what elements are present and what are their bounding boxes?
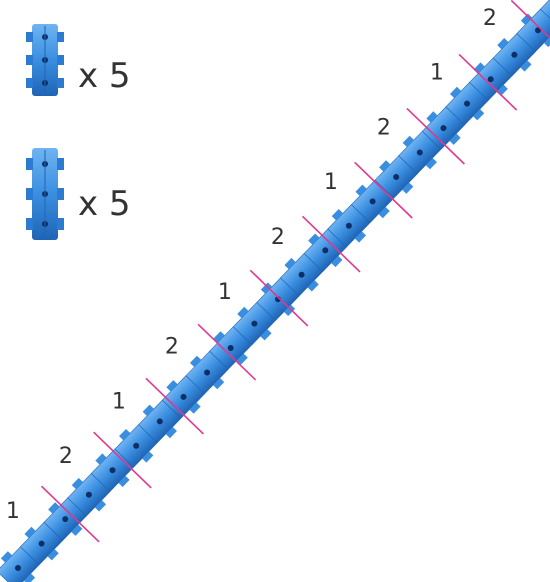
cube xyxy=(492,33,536,77)
segment-divider-line xyxy=(406,107,465,165)
segment-label: 2 xyxy=(59,444,73,469)
segment-divider-line xyxy=(93,431,152,489)
segment-divider-line xyxy=(354,161,413,219)
legend-multiplier-1: x 5 xyxy=(78,56,131,96)
segment-divider-line xyxy=(510,0,550,39)
segment-label: 1 xyxy=(112,389,126,414)
legend-item-1: x 5 xyxy=(26,24,131,96)
segment-divider-line xyxy=(301,215,361,273)
segment-label: 2 xyxy=(271,225,285,250)
segment-label: 1 xyxy=(430,61,444,86)
segment-label: 1 xyxy=(218,280,232,305)
cube xyxy=(209,326,253,370)
segment-divider-line xyxy=(145,377,204,435)
segment-label: 2 xyxy=(483,6,497,31)
cube xyxy=(374,155,418,199)
segment-divider-line xyxy=(197,323,257,381)
segment-dividers xyxy=(40,0,550,543)
legend-multiplier-2: x 5 xyxy=(78,184,131,224)
cube xyxy=(67,473,111,517)
segment-divider-line xyxy=(249,269,309,327)
segment-label: 1 xyxy=(6,499,20,524)
segment-labels: 1 2 1 2 1 2 1 2 1 2 xyxy=(6,6,497,524)
segment-divider-line xyxy=(40,485,100,543)
double-cube-piece-icon xyxy=(26,148,64,240)
segment-label: 2 xyxy=(165,335,179,360)
single-cube-piece-icon xyxy=(26,24,64,96)
cube xyxy=(138,399,182,444)
cube xyxy=(398,130,442,175)
segment-label: 1 xyxy=(324,170,338,195)
legend-item-2: x 5 xyxy=(26,148,131,240)
cube xyxy=(445,81,489,126)
cube xyxy=(327,204,371,248)
segment-divider-line xyxy=(458,53,518,111)
cube xyxy=(161,375,206,419)
segment-label: 2 xyxy=(377,115,391,140)
